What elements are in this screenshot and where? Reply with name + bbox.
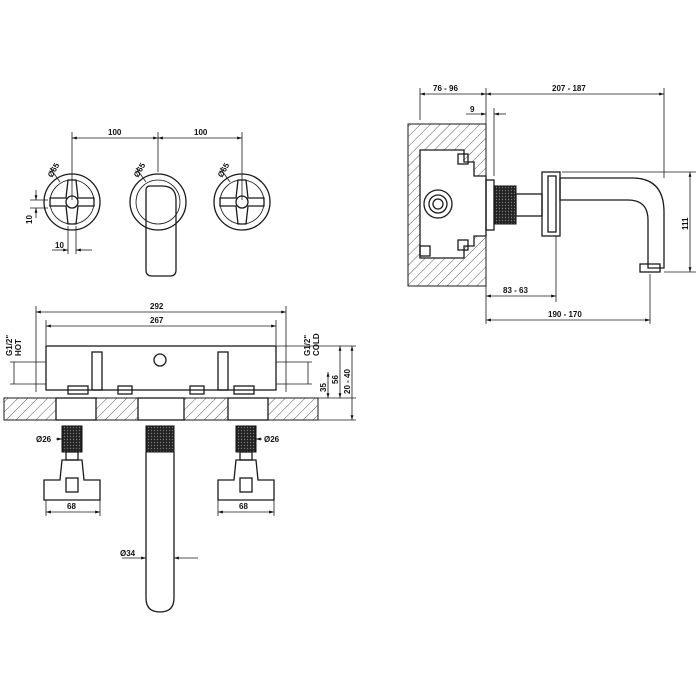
- dim-10-vertical: 10: [25, 215, 34, 224]
- dia-right-label: Ø65: [216, 161, 232, 179]
- dia-26-left: Ø26: [36, 435, 52, 444]
- dim-83-63: 83 - 63: [503, 286, 528, 295]
- side-section-view: 76 - 96 207 - 187 9 111: [407, 84, 696, 324]
- spout-side: [541, 171, 665, 273]
- width-68-left: 68: [67, 502, 76, 511]
- dim-width-inner: 267: [150, 316, 164, 325]
- front-elevation-view: 100 100 Ø65 10 10 Ø65: [25, 128, 271, 277]
- spout-plan: [145, 425, 175, 613]
- cold-sub-label: COLD: [312, 333, 321, 356]
- dia-26-right: Ø26: [264, 435, 280, 444]
- dim-56: 56: [331, 375, 340, 384]
- hot-sub-label: HOT: [14, 339, 23, 356]
- dim-width-total: 292: [150, 302, 164, 311]
- dim-10-horizontal: 10: [55, 241, 64, 250]
- dim-35: 35: [319, 383, 328, 392]
- dia-34: Ø34: [120, 549, 136, 558]
- dim-207-187: 207 - 187: [552, 84, 586, 93]
- left-cross-handle: [43, 173, 101, 231]
- dim-76-96: 76 - 96: [433, 84, 458, 93]
- dim-190-170: 190 - 170: [548, 310, 582, 319]
- hot-connection-label: G1/2": [5, 335, 14, 356]
- left-handle-plan: [43, 425, 101, 501]
- dim-spacing-left: 100: [108, 128, 122, 137]
- plan-section-view: 292 267 G1/2" HOT G1/2" COLD: [3, 302, 356, 613]
- dim-9: 9: [470, 105, 475, 114]
- dim-spacing-right: 100: [194, 128, 208, 137]
- dia-center-label: Ø65: [132, 161, 148, 179]
- dia-left-label: Ø65: [46, 161, 62, 179]
- center-spout-front: [129, 173, 187, 277]
- dim-20-40: 20 - 40: [343, 369, 352, 394]
- cold-connection-label: G1/2": [303, 335, 312, 356]
- right-cross-handle: [213, 173, 271, 231]
- dim-111: 111: [681, 217, 690, 230]
- width-68-right: 68: [239, 502, 248, 511]
